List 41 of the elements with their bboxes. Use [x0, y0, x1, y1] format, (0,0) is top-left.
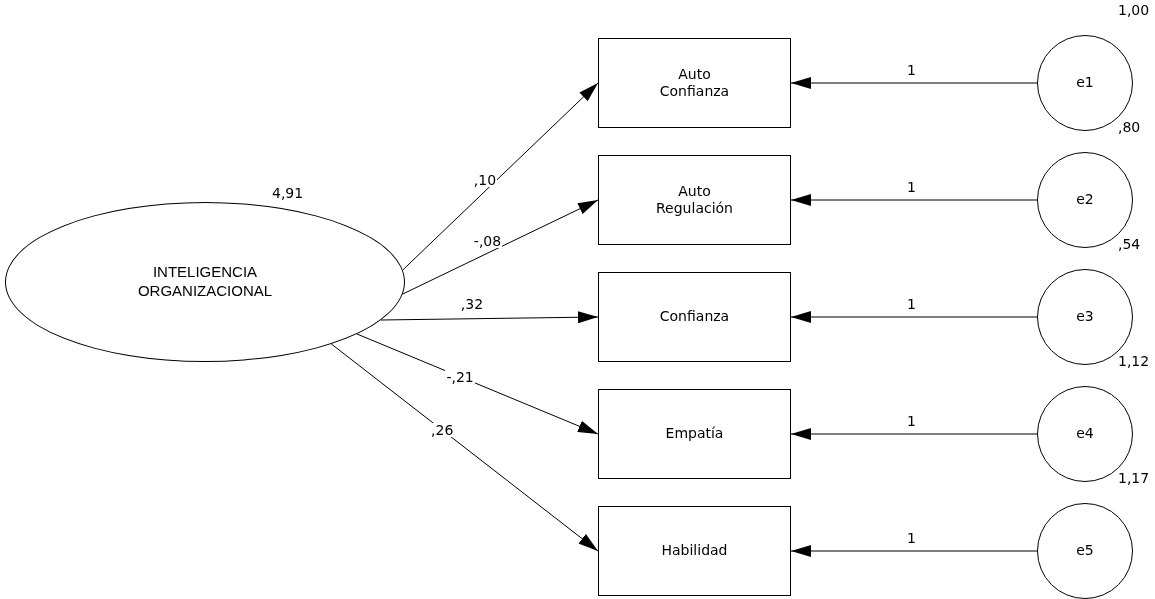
node-label: e1 [1075, 74, 1095, 92]
arrow [790, 428, 1038, 440]
node-label: INTELIGENCIA ORGANIZACIONAL [136, 263, 274, 301]
arrow [402, 199, 599, 295]
edge-label: 1 [906, 180, 917, 194]
node-label: e4 [1075, 425, 1095, 443]
observed-variable-box [598, 38, 791, 128]
arrow [402, 82, 599, 271]
observed-variable-box [598, 155, 791, 245]
variance-label: ,54 [1118, 237, 1141, 251]
arrow [356, 333, 599, 435]
arrow [380, 311, 599, 324]
edge-label: 1 [906, 531, 917, 545]
edge-label: -,21 [445, 370, 475, 384]
edge-label: 1 [906, 297, 917, 311]
edge-label: 1 [906, 414, 917, 428]
node-label: Confianza [658, 308, 731, 326]
node-label: e2 [1075, 191, 1095, 209]
arrow [330, 343, 599, 552]
node-label: Empatía [664, 425, 725, 443]
arrow [790, 194, 1038, 206]
node-label: e5 [1075, 542, 1095, 560]
variance-label: 1,12 [1118, 354, 1150, 368]
variance-label: 1,00 [1118, 3, 1150, 17]
node-label: e3 [1075, 308, 1095, 326]
node-label: Auto Confianza [658, 65, 731, 101]
observed-variable-box [598, 506, 791, 596]
edge-label: -,08 [472, 234, 503, 249]
node-label: Habilidad [660, 542, 729, 560]
arrow [790, 77, 1038, 89]
observed-variable-box [598, 389, 791, 479]
node-label: Auto Regulación [655, 182, 734, 218]
observed-variable-box [598, 272, 791, 362]
edge-label: ,26 [430, 422, 455, 437]
edge-label: ,10 [472, 173, 498, 188]
variance-label: ,80 [1118, 120, 1141, 134]
edge-label: ,32 [459, 296, 485, 311]
variance-label: 1,17 [1118, 471, 1150, 485]
arrow [790, 311, 1038, 323]
edge-label: 1 [906, 63, 917, 77]
arrow [790, 545, 1038, 557]
